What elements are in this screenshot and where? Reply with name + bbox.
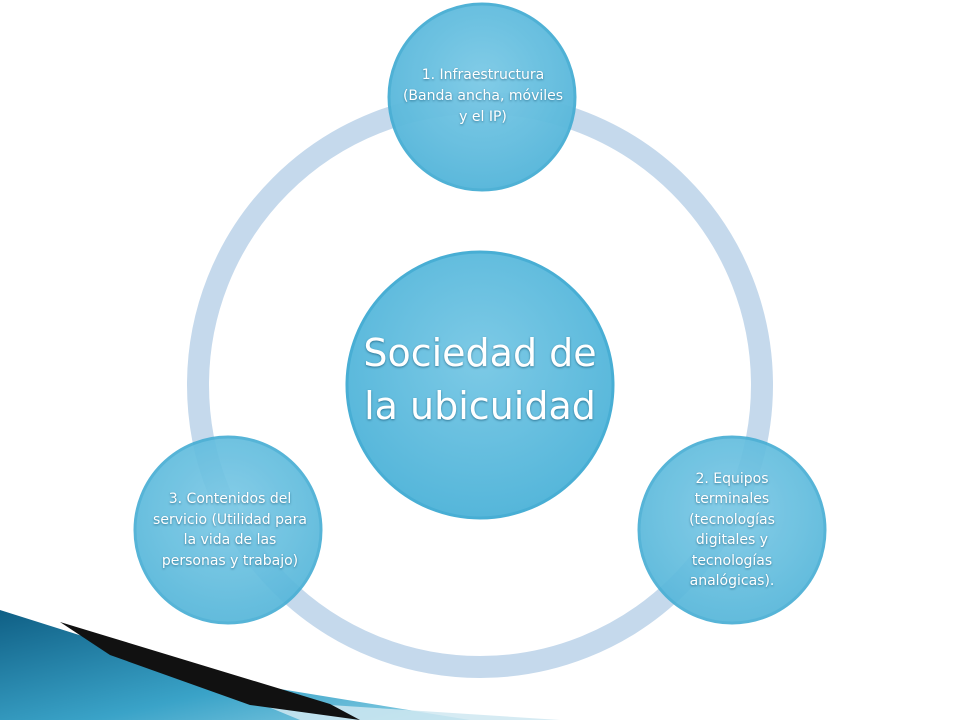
node-circle-contenidos (133, 435, 323, 625)
corner-decoration-teal (0, 610, 470, 720)
node-circle-equipos (637, 435, 827, 625)
center-circle (345, 250, 615, 520)
corner-decoration (0, 610, 560, 720)
corner-decoration-black (60, 622, 360, 720)
node-circle-infraestructura (387, 2, 577, 192)
